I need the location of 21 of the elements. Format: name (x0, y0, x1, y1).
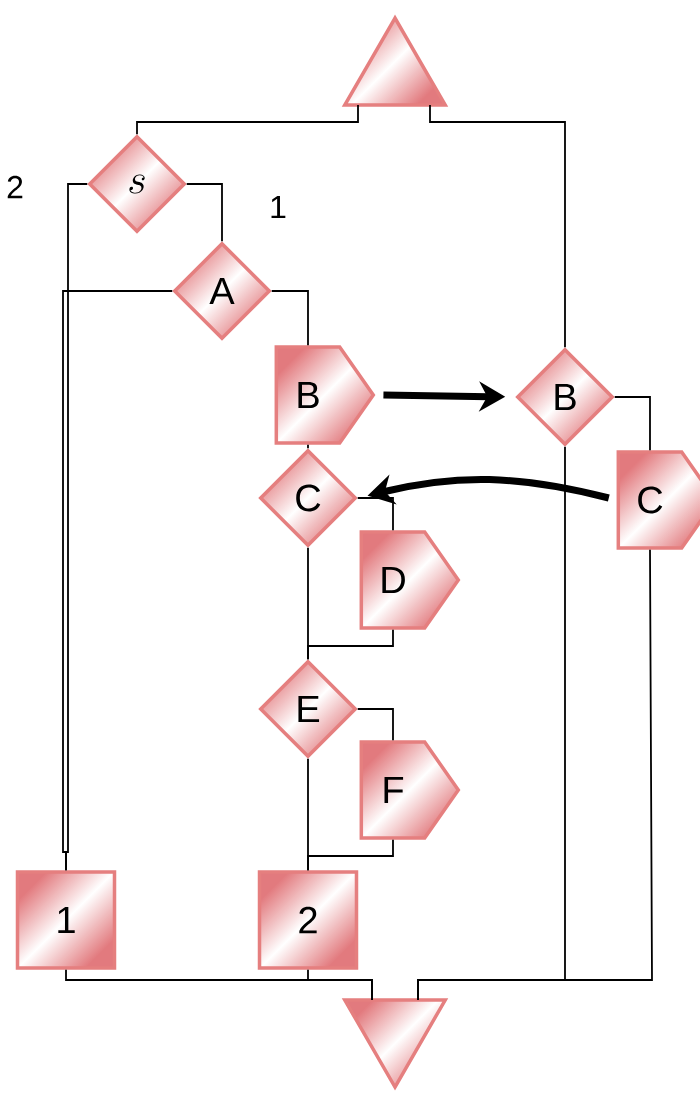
connector-line (613, 396, 651, 452)
connector-line (356, 708, 394, 742)
process-box: 2 (257, 870, 359, 970)
pentagon-box: B (274, 345, 376, 445)
connector-line (307, 443, 309, 450)
connector-line (417, 548, 653, 1001)
pentagon-box: F (359, 740, 461, 840)
connector-line (307, 968, 373, 1001)
branch-number: 2 (7, 175, 23, 199)
connector-line (356, 497, 394, 532)
connector-line (136, 104, 359, 136)
branch-number: 1 (271, 196, 286, 218)
pentagon-box: C (616, 450, 700, 550)
connector-line (185, 183, 223, 243)
connector-line (62, 290, 174, 872)
connector-line (270, 290, 309, 347)
connector-line (307, 838, 394, 872)
process-box: 1 (15, 870, 117, 970)
connector-line (429, 104, 566, 349)
pentagon-box: D (359, 530, 461, 630)
connector-line (307, 628, 394, 661)
